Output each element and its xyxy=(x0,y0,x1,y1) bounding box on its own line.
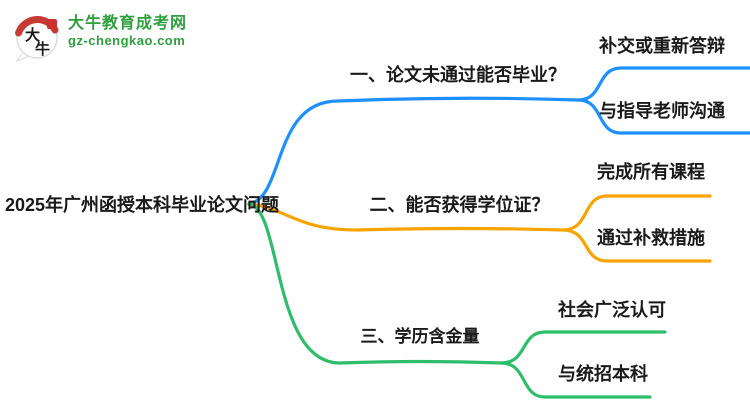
branch-3-child-2-label: 与统招本科 xyxy=(558,364,648,384)
daniu-logo-icon: 大 牛 xyxy=(15,16,59,62)
branch-2-label: 二、能否获得学位证？ xyxy=(369,195,550,215)
site-url: gz-chengkao.com xyxy=(68,33,186,48)
branch-1-child-1-label: 补交或重新答辩 xyxy=(599,36,725,56)
branch-3-child-1-connector xyxy=(499,330,667,365)
branch-1-label: 一、论文未通过能否毕业？ xyxy=(350,65,566,85)
branch-2-child-1-label: 完成所有课程 xyxy=(597,162,705,182)
logo-mark-char-2: 牛 xyxy=(35,40,50,58)
logo-seal-shape xyxy=(47,19,57,29)
branch-1-child-1-connector xyxy=(576,66,750,102)
root-node-label: 2025年广州函授本科毕业论文问题 xyxy=(5,195,280,215)
site-name: 大牛教育成考网 xyxy=(68,15,188,32)
branch-2-child-2-label: 通过补救措施 xyxy=(597,228,705,248)
site-logo[interactable]: 大 牛 大牛教育成考网 gz-chengkao.com xyxy=(12,10,187,62)
branch-3-label: 三、学历含金量 xyxy=(360,327,480,346)
branch-1-connector xyxy=(247,96,580,206)
branch-3-child-1-label: 社会广泛认可 xyxy=(558,300,666,320)
logo-mark-char-1: 大 xyxy=(25,26,40,44)
branch-1-child-2-label: 与指导老师沟通 xyxy=(599,101,725,121)
